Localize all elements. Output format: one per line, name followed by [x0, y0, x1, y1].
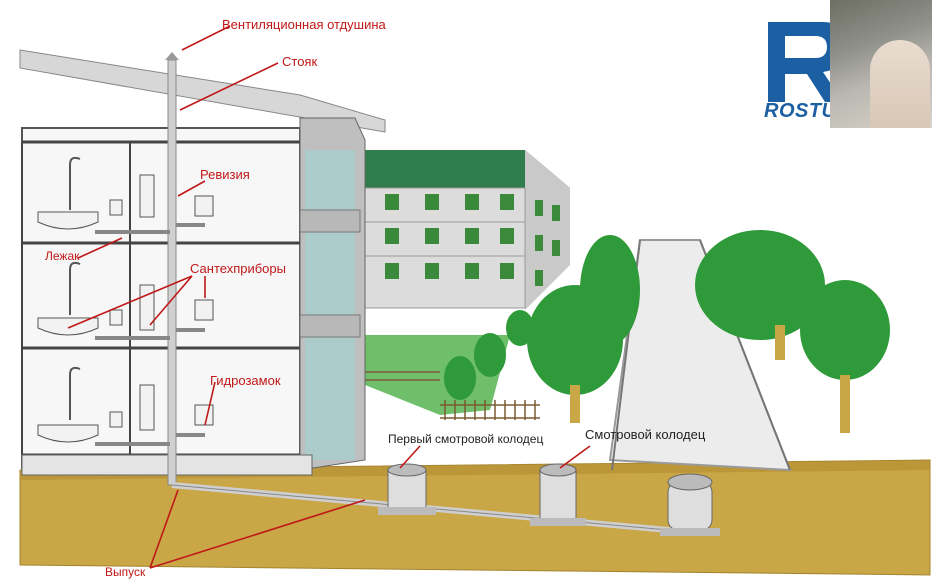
- riser-label: Стояк: [282, 54, 318, 69]
- lawn: [365, 335, 510, 415]
- lezhak-label: Лежак: [45, 249, 80, 263]
- revision-label: Ревизия: [200, 167, 250, 182]
- outlet-label: Выпуск: [105, 565, 146, 579]
- trees: [444, 230, 890, 433]
- riser-pipe: [167, 59, 177, 486]
- webcam-overlay: [830, 0, 932, 128]
- vent-label: Вентиляционная отдушина: [222, 17, 386, 32]
- logo-mark: [768, 22, 845, 102]
- inspection-well-label: Смотровой колодец: [585, 427, 706, 442]
- fixtures: [37, 174, 214, 443]
- vent-cap: [165, 52, 179, 60]
- fixtures-label: Сантехприборы: [190, 261, 286, 276]
- first-well-label: Первый смотровой колодец: [388, 432, 544, 446]
- fence: [365, 371, 540, 420]
- school-building: [359, 150, 570, 310]
- manholes: [378, 463, 720, 536]
- house-wall: [21, 127, 301, 469]
- trap-label: Гидрозамок: [210, 373, 281, 388]
- house-roof: [19, 49, 386, 133]
